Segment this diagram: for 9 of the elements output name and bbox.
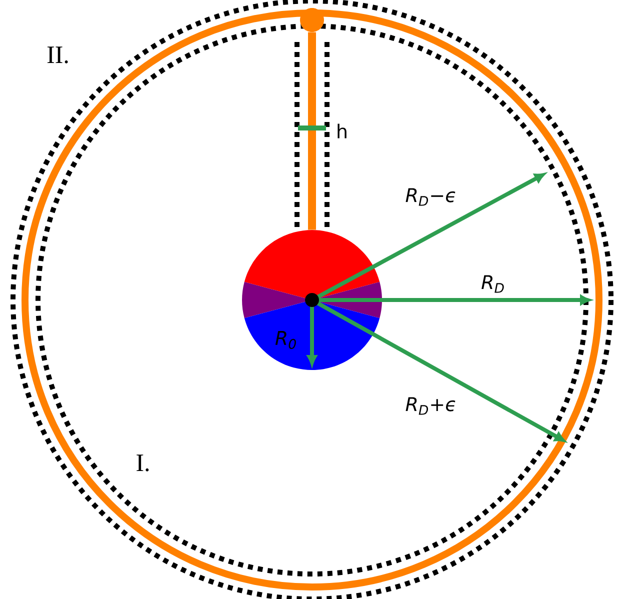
dimension-label: h	[338, 124, 346, 138]
region-label: II.	[47, 46, 68, 64]
radius-label: R$_{D}$−ϵ	[406, 188, 456, 206]
sphere-drawing	[242, 230, 382, 370]
region-label: I.	[136, 454, 149, 472]
end-dot	[300, 8, 324, 32]
rod-line	[308, 32, 316, 230]
radius-label: R$_{0}$	[275, 331, 296, 349]
radius-label: R$_{D}$	[482, 275, 504, 293]
